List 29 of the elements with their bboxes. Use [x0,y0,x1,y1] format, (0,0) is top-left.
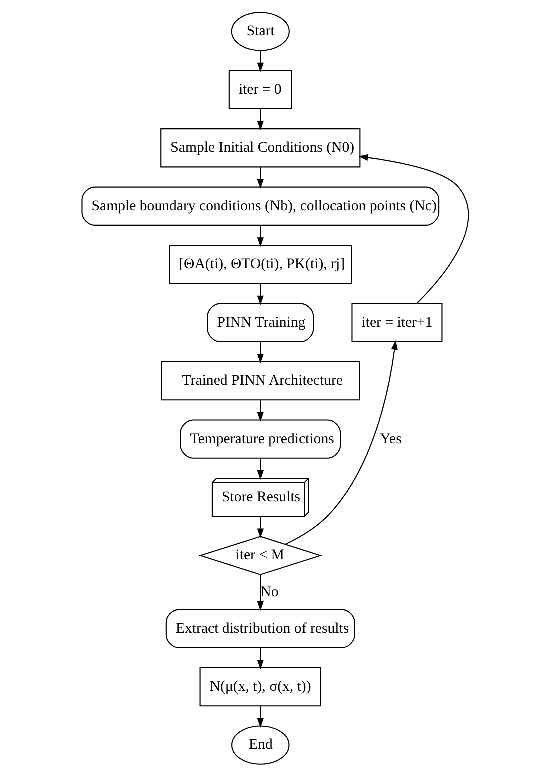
arrow [256,706,264,728]
arrow [256,167,264,189]
edge-label: Yes [380,431,402,448]
arrow [256,575,264,611]
node-diamond: iter < M [198,536,322,576]
node-ellipse: Start [230,12,290,52]
arrow [256,342,264,364]
edge-label: No [260,584,278,600]
arrow [256,400,264,422]
arrow [256,109,264,131]
arrow [256,516,264,538]
arrow [284,340,398,545]
node-box: Temperature predictions [180,420,341,459]
node-box: Trained PINN Architecture [160,362,360,401]
arrow [358,154,469,304]
node-box: Sample Initial Conditions (N0) [160,128,360,168]
node-box: Sample boundary conditions (Nb), collocation points (Nc) [81,186,440,226]
node-box: Extract distribution of results [165,609,355,648]
node-box: N(μ(x, t), σ(x, t)) [199,668,322,707]
node-box: [ΘA(ti), ΘTO(ti), PK(ti), rj] [168,245,352,284]
node-box: PINN Training [206,303,314,342]
node-box: iter = 0 [228,70,292,110]
node-ellipse: End [231,726,290,765]
arrow [256,226,264,248]
arrow [256,50,264,72]
node-box: iter = iter+1 [351,303,442,342]
arrow [256,458,264,480]
arrow [256,648,264,670]
arrow [256,284,264,306]
